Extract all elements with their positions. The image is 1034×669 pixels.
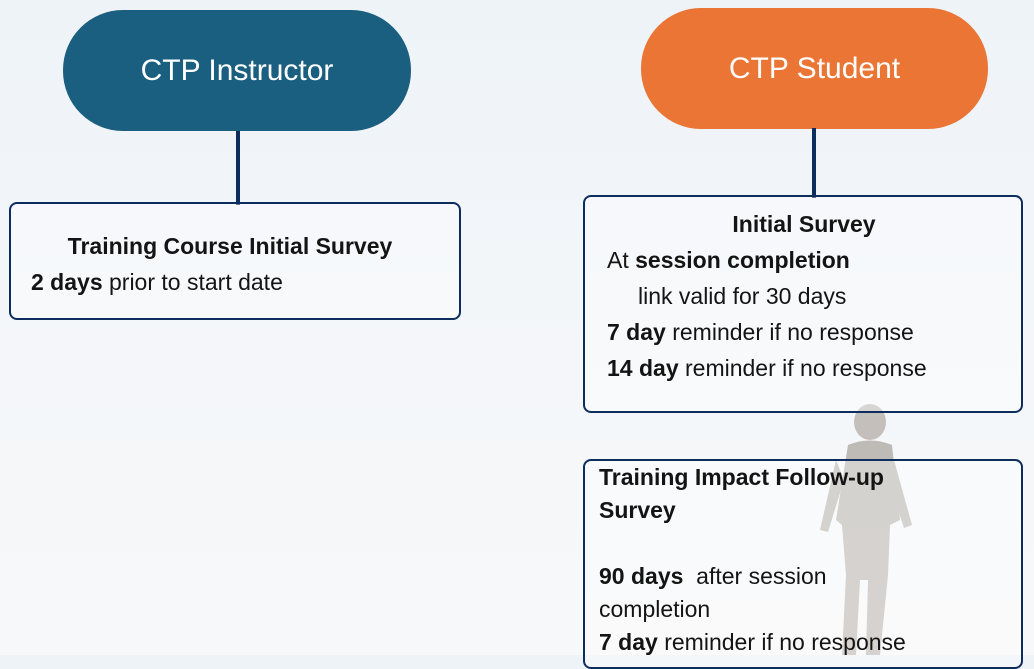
initial-survey-box: Initial Survey At session completion lin… xyxy=(583,195,1023,413)
reminder-7-days: 7 day xyxy=(607,319,666,345)
reminder-14-days: 14 day xyxy=(607,355,679,381)
followup-reminder-7-days: 7 day xyxy=(599,629,658,655)
ctp-instructor-header: CTP Instructor xyxy=(63,10,411,131)
reminder-14-text: reminder if no response xyxy=(678,355,927,381)
training-course-initial-survey-box: Training Course Initial Survey 2 days pr… xyxy=(9,202,461,320)
followup-survey-title-line1: Training Impact Follow-up xyxy=(599,464,884,490)
ctp-instructor-label: CTP Instructor xyxy=(140,53,334,87)
followup-timing-days: 90 days xyxy=(599,563,684,589)
followup-spacer xyxy=(599,527,1021,560)
initial-survey-title: Initial Survey xyxy=(732,211,876,237)
followup-timing-text-line2: completion xyxy=(599,596,711,622)
followup-survey-reminder-7: 7 day reminder if no response xyxy=(599,626,1021,659)
initial-survey-trigger: At session completion xyxy=(607,242,1021,278)
instructor-connector-line xyxy=(236,131,240,205)
student-connector-line xyxy=(812,128,816,198)
training-course-initial-survey-title: Training Course Initial Survey xyxy=(67,233,393,259)
background-soldier-silhouette xyxy=(820,404,912,655)
instructor-survey-timing: 2 days prior to start date xyxy=(31,264,459,300)
followup-survey-timing: 90 days after session xyxy=(599,560,1021,593)
ctp-student-header: CTP Student xyxy=(641,8,988,129)
initial-survey-reminder-14: 14 day reminder if no response xyxy=(607,350,1021,386)
initial-survey-trigger-prefix: At xyxy=(607,247,636,273)
followup-reminder-7-text: reminder if no response xyxy=(657,629,906,655)
followup-timing-text: after session xyxy=(683,563,827,589)
initial-survey-link-validity: link valid for 30 days xyxy=(638,283,847,309)
followup-survey-title-line2: Survey xyxy=(599,497,676,523)
reminder-7-text: reminder if no response xyxy=(665,319,914,345)
initial-survey-trigger-event: session completion xyxy=(635,247,850,273)
initial-survey-reminder-7: 7 day reminder if no response xyxy=(607,314,1021,350)
ctp-student-label: CTP Student xyxy=(728,51,901,85)
instructor-timing-days: 2 days xyxy=(31,269,103,295)
instructor-timing-text: prior to start date xyxy=(102,269,283,295)
training-impact-followup-survey-box: Training Impact Follow-up Survey 90 days… xyxy=(583,459,1023,669)
